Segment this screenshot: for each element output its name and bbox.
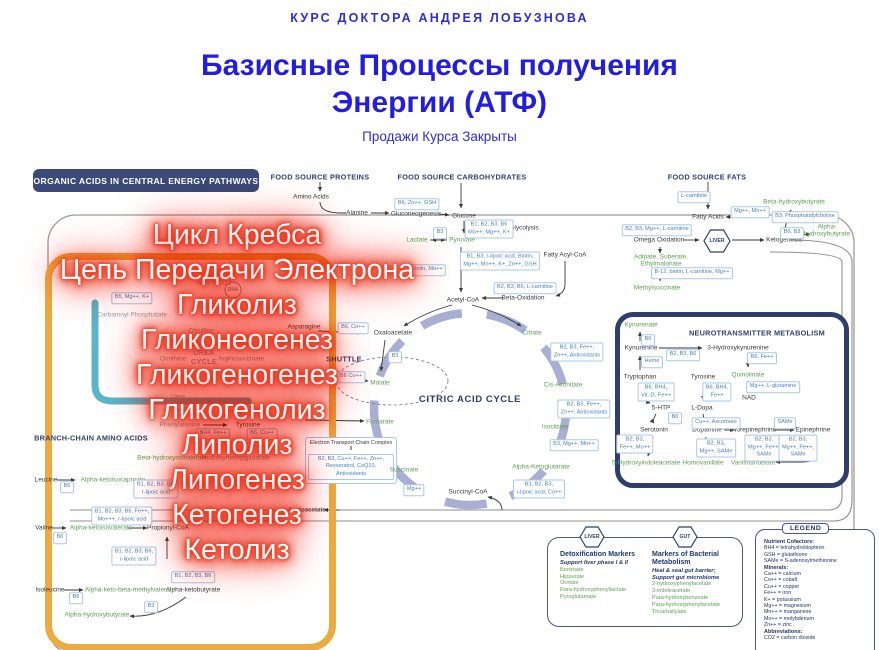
diagram-title-badge: ORGANIC ACIDS IN CENTRAL ENERGY PATHWAYS xyxy=(33,169,259,192)
dna-circle xyxy=(224,281,242,299)
detox-item-4: Para-hydroxyphenyllactate xyxy=(560,587,627,594)
bacterial-item-5: Tricarballylate xyxy=(652,608,687,615)
legend-entry-zn: Zn++ = zinc xyxy=(764,622,792,629)
etc-cofactors: B2, B3, Cu++, Fe++, Zn++, Resveratrol, C… xyxy=(308,454,394,481)
bacterial-item-2: 3-indoleacetate xyxy=(652,588,691,595)
legend-entry-co2: CO2 = carbon dioxide xyxy=(764,635,816,642)
liver-gut-panel: Detoxification Markers Support liver pha… xyxy=(547,537,743,627)
hexagon-shapes xyxy=(579,229,731,548)
liver-hexagon-top xyxy=(703,229,731,253)
detox-item-3: Orotate xyxy=(560,580,579,587)
detox-item-1: Benzoate xyxy=(560,566,584,573)
inner-rail-2 xyxy=(70,239,853,522)
bacterial-markers-column: Markers of Bacterial Metabolism Heal & s… xyxy=(652,551,740,616)
bacterial-subtitle: Heal & seal gut barrier; Support gut mic… xyxy=(652,568,720,581)
electron-transport-chain-box: Electron Transport Chain Complex II B2, … xyxy=(305,437,397,485)
legend-section-minerals: Minerals: xyxy=(764,564,789,571)
legend-entry-co: Co++ = cobalt xyxy=(764,577,798,584)
page-title: Базисные Процессы получения Энергии (АТФ… xyxy=(0,47,879,121)
legend-entry-ca: Ca++ = calcium xyxy=(764,571,801,578)
legend-tab: LEGEND xyxy=(782,523,830,534)
bacterial-item-4: Para-hydroxyphenylacetate xyxy=(652,601,721,608)
liver-hexagon-bottom xyxy=(579,526,605,548)
legend-body: Nutrient Cofactors:BH4 = tetrahydrobiopt… xyxy=(756,530,874,646)
detox-title: Detoxification Markers xyxy=(560,551,636,558)
page-title-line1: Базисные Процессы получения xyxy=(201,49,678,82)
legend-entry-bh4: BH4 = tetrahydrobiopterin xyxy=(764,545,825,552)
nt-arrow-lines xyxy=(638,331,814,464)
etc-header: Electron Transport Chain Complex II xyxy=(309,440,393,452)
gut-hexagon xyxy=(672,526,698,548)
bacterial-title: Markers of Bacterial Metabolism xyxy=(652,551,719,566)
course-eyebrow: КУРС ДОКТОРА АНДРЕЯ ЛОБУЗНОВА xyxy=(290,11,589,25)
shuttle-dashed-ellipse xyxy=(335,356,449,406)
legend-entry-mg: Mg++ = magnesium xyxy=(764,603,811,610)
legend-entry-fe: Fe++ = iron xyxy=(764,590,792,597)
bacterial-item-1: 2-hydroxyphenylacetate xyxy=(652,581,712,588)
legend-entry-gsh: GSH = glutathione xyxy=(764,551,808,558)
legend-section-nutrient-cofactors: Nutrient Cofactors: xyxy=(764,539,815,545)
page-title-line2: Энергии (АТФ) xyxy=(331,86,548,119)
detox-item-5: Pyroglutamate xyxy=(560,594,597,601)
legend-entry-mo: Mo++ = molybdenum xyxy=(764,615,814,622)
legend-entry-cu: Cu++ = copper xyxy=(764,583,800,590)
legend-entry-same: SAMe = S-adenosylmethionine xyxy=(764,558,837,565)
sales-closed-link[interactable]: Продажи Курса Закрыты xyxy=(362,129,517,144)
legend-section-abbreviations: Abbreviations: xyxy=(764,628,803,635)
legend-entry-k: K+ = potassium xyxy=(764,596,801,603)
detox-markers-column: Detoxification Markers Support liver pha… xyxy=(560,551,648,601)
legend-panel: LEGEND Nutrient Cofactors:BH4 = tetrahyd… xyxy=(755,523,875,650)
bacterial-item-3: Para-hydroxybenzoate xyxy=(652,595,709,601)
legend-entry-mn: Mn++ = manganese xyxy=(764,609,812,616)
detox-item-2: Hippurate xyxy=(560,573,585,580)
teal-pathway-line xyxy=(91,299,252,405)
detox-subtitle: Support liver phase I & II xyxy=(560,560,628,566)
